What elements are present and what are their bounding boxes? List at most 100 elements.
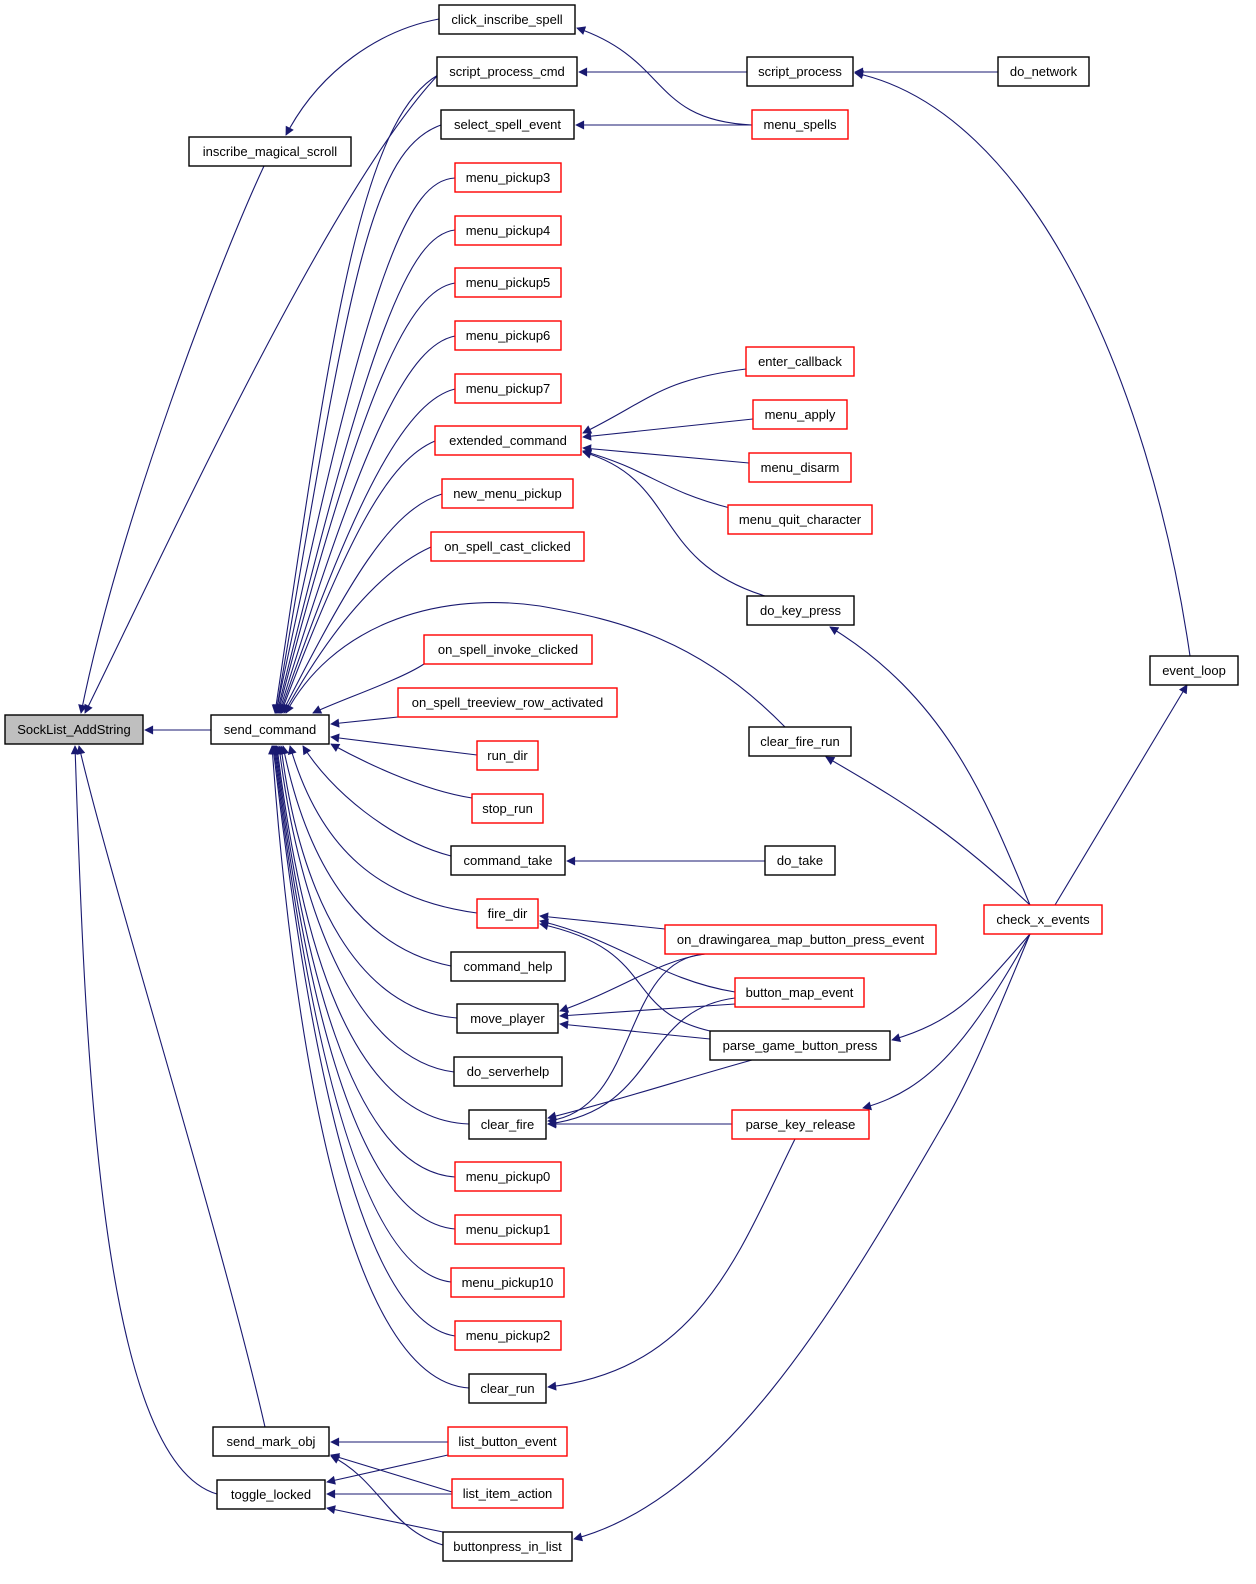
edge-check-x-events-to-parse-key-release	[862, 933, 1031, 1111]
node-move-player[interactable]: move_player	[456, 1003, 559, 1034]
edge-on-spell-treeview-row-activated-to-send-command	[330, 716, 399, 728]
edge-line	[268, 745, 470, 1389]
node-box	[436, 56, 578, 87]
node-select-spell-event[interactable]: select_spell_event	[440, 109, 575, 140]
node-box	[664, 924, 937, 955]
node-menu-quit-character[interactable]: menu_quit_character	[727, 504, 873, 535]
node-inscribe-magical-scroll[interactable]: inscribe_magical_scroll	[188, 136, 352, 167]
edge-line	[76, 745, 266, 1428]
node-check-x-events[interactable]: check_x_events	[983, 904, 1103, 935]
node-script-process[interactable]: script_process	[746, 56, 854, 87]
node-menu-apply[interactable]: menu_apply	[752, 399, 848, 430]
node-label: clear_run	[480, 1381, 534, 1396]
node-menu-pickup6[interactable]: menu_pickup6	[454, 320, 562, 351]
node-do-key-press[interactable]: do_key_press	[746, 595, 855, 626]
node-event-loop[interactable]: event_loop	[1149, 655, 1239, 686]
node-label: SockList_AddString	[17, 722, 130, 737]
node-send-mark-obj[interactable]: send_mark_obj	[212, 1426, 330, 1457]
node-box	[456, 1003, 559, 1034]
edge-menu-quit-character-to-extended-command	[582, 448, 731, 509]
edge-line	[281, 493, 443, 714]
edge-line	[269, 745, 456, 1337]
edge-do-serverhelp-to-send-command	[275, 745, 455, 1073]
node-menu-pickup0[interactable]: menu_pickup0	[454, 1161, 562, 1192]
edge-layer	[70, 18, 1191, 1546]
node-command-take[interactable]: command_take	[450, 845, 566, 876]
edge-line	[891, 933, 1031, 1043]
node-menu-pickup3[interactable]: menu_pickup3	[454, 162, 562, 193]
node-stop-run[interactable]: stop_run	[471, 793, 544, 824]
node-list-item-action[interactable]: list_item_action	[451, 1478, 564, 1509]
edge-line	[582, 418, 754, 441]
node-command-help[interactable]: command_help	[450, 951, 566, 982]
node-do-serverhelp[interactable]: do_serverhelp	[453, 1056, 563, 1087]
node-label: menu_pickup3	[466, 170, 551, 185]
node-on-drawingarea-map-button-press-event[interactable]: on_drawingarea_map_button_press_event	[664, 924, 937, 955]
node-menu-pickup1[interactable]: menu_pickup1	[454, 1214, 562, 1245]
node-label: menu_quit_character	[739, 512, 862, 527]
node-box	[471, 793, 544, 824]
edge-command-help-to-send-command	[280, 745, 452, 967]
node-list-button-event[interactable]: list_button_event	[447, 1426, 568, 1457]
node-on-spell-cast-clicked[interactable]: on_spell_cast_clicked	[430, 531, 585, 562]
node-box	[441, 478, 574, 509]
edge-menu-pickup5-to-send-command	[275, 282, 456, 714]
node-menu-spells[interactable]: menu_spells	[751, 109, 849, 140]
edge-check-x-events-to-do-key-press	[829, 626, 1031, 906]
node-box	[731, 1109, 870, 1140]
node-label: menu_pickup10	[462, 1275, 554, 1290]
edge-check-x-events-to-clear-fire-run	[825, 756, 1031, 906]
edge-on-spell-invoke-clicked-to-send-command	[312, 663, 425, 714]
node-buttonpress-in-list[interactable]: buttonpress_in_list	[442, 1531, 573, 1562]
node-click-inscribe-spell[interactable]: click_inscribe_spell	[438, 4, 576, 35]
node-box	[454, 320, 562, 351]
node-enter-callback[interactable]: enter_callback	[745, 346, 855, 377]
edge-clear-fire-to-send-command	[273, 745, 470, 1125]
node-clear-run[interactable]: clear_run	[468, 1373, 547, 1404]
node-box	[212, 1426, 330, 1457]
edge-line	[825, 756, 1031, 906]
node-button-map-event[interactable]: button_map_event	[734, 977, 865, 1008]
node-label: do_take	[777, 853, 823, 868]
node-menu-pickup2[interactable]: menu_pickup2	[454, 1320, 562, 1351]
node-parse-game-button-press[interactable]: parse_game_button_press	[709, 1030, 891, 1061]
edge-line	[547, 1059, 753, 1121]
node-do-network[interactable]: do_network	[997, 56, 1090, 87]
edge-extended-command-to-send-command	[279, 440, 436, 714]
node-menu-pickup7[interactable]: menu_pickup7	[454, 373, 562, 404]
edge-clear-run-to-send-command	[268, 745, 470, 1389]
node-on-spell-invoke-clicked[interactable]: on_spell_invoke_clicked	[423, 634, 593, 665]
node-fire-dir[interactable]: fire_dir	[476, 898, 539, 929]
edge-line	[547, 1138, 796, 1391]
node-parse-key-release[interactable]: parse_key_release	[731, 1109, 870, 1140]
node-label: menu_pickup4	[466, 223, 551, 238]
edge-line	[1054, 684, 1188, 906]
node-menu-disarm[interactable]: menu_disarm	[748, 452, 852, 483]
node-box	[752, 399, 848, 430]
edge-menu-pickup6-to-send-command	[277, 335, 456, 714]
node-on-spell-treeview-row-activated[interactable]: on_spell_treeview_row_activated	[397, 687, 618, 718]
edge-line	[275, 745, 455, 1073]
node-box	[1149, 655, 1239, 686]
node-new-menu-pickup[interactable]: new_menu_pickup	[441, 478, 574, 509]
node-do-take[interactable]: do_take	[764, 845, 836, 876]
node-box	[997, 56, 1090, 87]
edge-line	[862, 933, 1031, 1111]
edge-parse-game-button-press-to-move-player	[559, 1020, 711, 1040]
node-toggle-locked[interactable]: toggle_locked	[216, 1479, 326, 1510]
edge-button-map-event-to-fire-dir	[539, 918, 736, 993]
node-box	[476, 740, 539, 771]
node-extended-command[interactable]: extended_command	[434, 425, 582, 456]
node-script-process-cmd[interactable]: script_process_cmd	[436, 56, 578, 87]
node-label: enter_callback	[758, 354, 842, 369]
edge-line	[559, 953, 706, 1013]
edge-line	[582, 444, 750, 464]
edge-line	[854, 70, 1191, 657]
node-clear-fire[interactable]: clear_fire	[468, 1109, 547, 1140]
node-menu-pickup4[interactable]: menu_pickup4	[454, 215, 562, 246]
node-clear-fire-run[interactable]: clear_fire_run	[748, 726, 852, 757]
node-run-dir[interactable]: run_dir	[476, 740, 539, 771]
node-menu-pickup5[interactable]: menu_pickup5	[454, 267, 562, 298]
node-send-command[interactable]: send_command	[210, 714, 330, 745]
node-menu-pickup10[interactable]: menu_pickup10	[450, 1267, 565, 1298]
